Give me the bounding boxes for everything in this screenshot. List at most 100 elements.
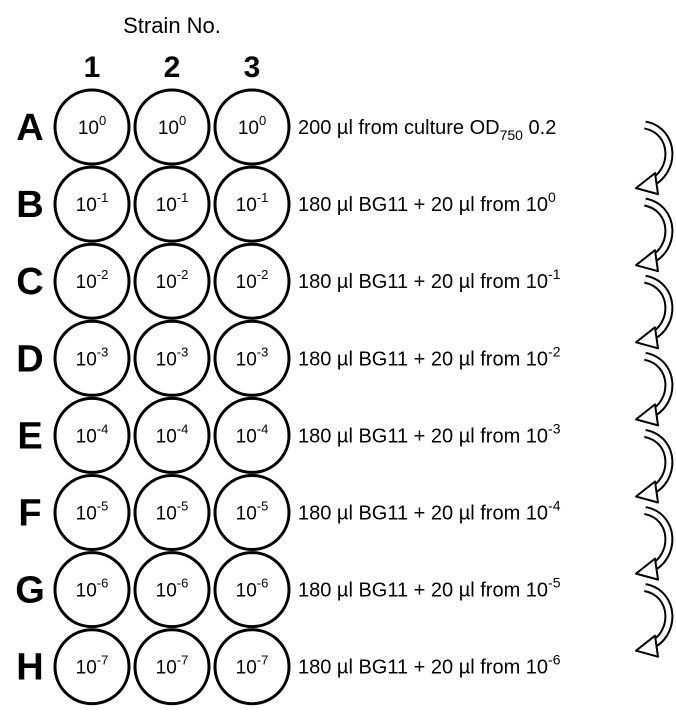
arrow-outline: [643, 197, 674, 265]
description-exponent: -1: [548, 266, 561, 282]
well-d2: 10-3: [133, 319, 211, 397]
well-dilution: 10-5: [156, 499, 189, 525]
row-description: 200 µl from culture OD750 0.2: [298, 117, 556, 143]
row-label: C: [16, 261, 43, 303]
arrow-core: [644, 122, 672, 186]
well-exponent: -7: [257, 653, 269, 668]
arrow-head: [635, 557, 659, 581]
transfer-arrow: [635, 428, 674, 504]
well-circle: [213, 165, 291, 243]
row-label: G: [15, 570, 45, 612]
well-base: 10: [156, 504, 177, 525]
well-h1: 10-7: [53, 628, 131, 706]
well-exponent: -1: [97, 190, 109, 205]
well-base: 10: [156, 195, 177, 216]
row-f: F 10-5 10-5 10-5 180 µl BG11 + 20 µl from 10…: [18, 474, 561, 551]
description-exponent: 0: [548, 189, 556, 205]
well-dilution: 10-2: [156, 267, 189, 293]
well-c2: 10-2: [133, 242, 211, 320]
well-exponent: -1: [257, 190, 269, 205]
well-base: 10: [76, 195, 97, 216]
well-dilution: 10-1: [76, 190, 109, 216]
well-base: 10: [78, 118, 99, 139]
well-exponent: -3: [257, 344, 269, 359]
well-dilution: 10-7: [236, 653, 269, 679]
well-circle: [133, 88, 211, 166]
well-exponent: -6: [257, 576, 269, 591]
well-base: 10: [156, 349, 177, 370]
row-description: 180 µl BG11 + 20 µl from 10-3: [298, 420, 561, 447]
well-circle: [53, 551, 131, 629]
arrow-head: [635, 403, 659, 427]
well-dilution: 10-5: [76, 499, 109, 525]
strain-title: Strain No.: [123, 13, 221, 38]
arrow-head: [635, 480, 659, 504]
well-dilution: 10-4: [76, 421, 109, 447]
well-f1: 10-5: [53, 474, 131, 551]
well-a3: 100: [213, 88, 291, 166]
well-a1: 100: [53, 88, 131, 166]
well-c3: 10-2: [213, 242, 291, 320]
arrow-core: [644, 585, 672, 649]
row-description: 180 µl BG11 + 20 µl from 10-2: [298, 343, 561, 370]
well-base: 10: [76, 658, 97, 679]
well-dilution: 10-7: [76, 653, 109, 679]
well-exponent: -3: [177, 344, 189, 359]
well-circle: [53, 628, 131, 706]
well-base: 10: [76, 349, 97, 370]
row-description: 180 µl BG11 + 20 µl from 10-5: [298, 575, 561, 602]
well-f3: 10-5: [213, 474, 291, 551]
well-f2: 10-5: [133, 474, 211, 551]
arrow-core: [644, 430, 672, 494]
well-base: 10: [236, 349, 257, 370]
well-a2: 100: [133, 88, 211, 166]
well-b3: 10-1: [213, 165, 291, 243]
well-dilution: 10-5: [236, 499, 269, 525]
arrow-head: [635, 326, 659, 350]
well-dilution: 10-3: [236, 344, 269, 370]
well-g1: 10-6: [53, 551, 131, 629]
well-circle: [213, 319, 291, 397]
well-circle: [133, 396, 211, 474]
well-dilution: 10-6: [156, 576, 189, 602]
well-base: 10: [236, 581, 257, 602]
row-label: D: [16, 338, 43, 380]
well-dilution: 10-2: [236, 267, 269, 293]
row-label: F: [18, 493, 41, 535]
transfer-arrow: [635, 197, 674, 273]
well-dilution: 10-2: [76, 267, 109, 293]
description-text: 180 µl BG11 + 20 µl from 10: [298, 580, 548, 602]
well-e1: 10-4: [53, 396, 131, 474]
arrow-head: [635, 249, 659, 273]
well-exponent: 0: [99, 113, 106, 128]
well-circle: [213, 242, 291, 320]
description-exponent: -6: [548, 652, 561, 668]
well-dilution: 10-3: [76, 344, 109, 370]
well-dilution: 100: [158, 113, 186, 139]
transfer-arrow: [635, 120, 674, 196]
well-exponent: -1: [177, 190, 189, 205]
well-circle: [53, 319, 131, 397]
well-d3: 10-3: [213, 319, 291, 397]
description-text: 180 µl BG11 + 20 µl from 10: [298, 503, 548, 525]
description-text: 180 µl BG11 + 20 µl from 10: [298, 194, 548, 216]
description-exponent: -4: [548, 498, 561, 514]
well-base: 10: [236, 195, 257, 216]
well-base: 10: [76, 581, 97, 602]
well-base: 10: [158, 118, 179, 139]
arrow-outline: [643, 583, 674, 650]
arrow-outline: [643, 274, 674, 342]
description-text: 180 µl BG11 + 20 µl from 10: [298, 348, 548, 370]
well-exponent: -7: [177, 653, 189, 668]
well-g3: 10-6: [213, 551, 291, 629]
well-circle: [213, 551, 291, 629]
well-base: 10: [156, 426, 177, 447]
description-exponent: -5: [548, 575, 561, 591]
arrow-outline: [643, 428, 674, 496]
well-exponent: -4: [97, 421, 109, 436]
